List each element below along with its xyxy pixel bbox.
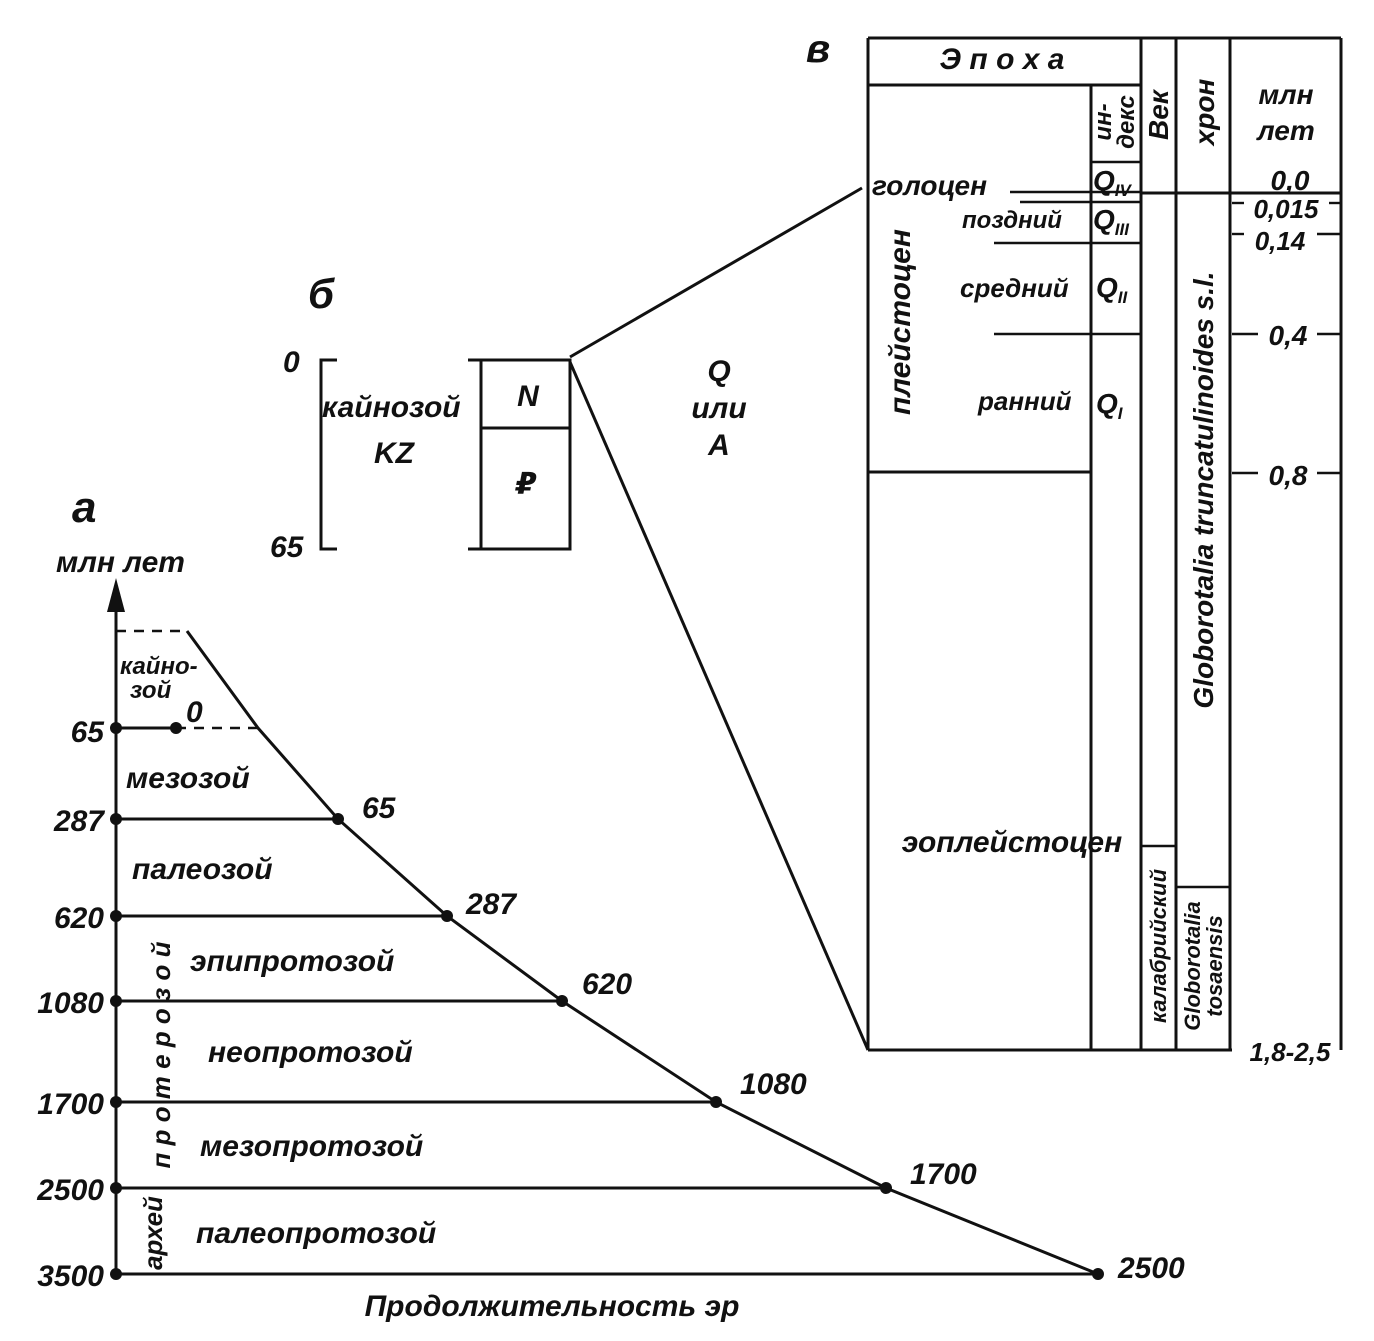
archean-side-label: архей bbox=[138, 1196, 168, 1270]
holocene-label: голоцен bbox=[872, 170, 987, 201]
panel-c: в Э п о х а ин- декс Век хрон млн лет го… bbox=[806, 27, 1343, 1067]
panel-a: а млн лет 65 287 bbox=[36, 483, 1185, 1323]
axis-unit-label: млн лет bbox=[56, 546, 185, 579]
cenozoic-start-label: 0 bbox=[186, 696, 203, 729]
curve-label-620: 620 bbox=[582, 968, 632, 1001]
curve-dot-620 bbox=[556, 995, 568, 1007]
period-neogene: N bbox=[517, 380, 540, 413]
era-cenozoic-top: кайно- bbox=[120, 653, 198, 680]
header-age: Век bbox=[1143, 88, 1174, 140]
axis-dot-3500 bbox=[110, 1268, 122, 1280]
era-cenozoic-bottom: зой bbox=[130, 677, 172, 704]
header-epoch: Э п о х а bbox=[940, 43, 1065, 76]
panel-b-top-value: 0 bbox=[283, 346, 300, 379]
chron-lower-label-1: Globorotalia bbox=[1180, 901, 1205, 1031]
panel-b-bottom-value: 65 bbox=[270, 531, 305, 564]
early-label: ранний bbox=[977, 386, 1072, 416]
calabrian-label: калабрийский bbox=[1146, 868, 1171, 1023]
index-q4-base: Q bbox=[1093, 165, 1115, 196]
anthropogene-symbol: A bbox=[707, 429, 730, 462]
tick-label-287: 287 bbox=[53, 805, 105, 838]
scale-label-4: 0,4 bbox=[1269, 320, 1308, 351]
x-axis-title: Продолжительность эр bbox=[365, 1290, 740, 1323]
panel-a-letter: а bbox=[72, 483, 96, 532]
period-box bbox=[479, 358, 572, 551]
index-q2-base: Q bbox=[1096, 272, 1118, 303]
late-label: поздний bbox=[962, 207, 1062, 234]
era-name: кайнозой bbox=[322, 391, 461, 424]
axis-dot-620 bbox=[110, 910, 122, 922]
pleistocene-label: плейстоцен bbox=[884, 229, 917, 415]
scale-label-8: 0,8 bbox=[1269, 460, 1308, 491]
axis-dot-1080 bbox=[110, 995, 122, 1007]
header-ma-2: лет bbox=[1255, 115, 1315, 146]
index-q1-sub: I bbox=[1118, 404, 1124, 423]
scale-label-14: 0,14 bbox=[1255, 226, 1306, 256]
zoom-line-top bbox=[569, 186, 863, 359]
axis-dot-2500 bbox=[110, 1182, 122, 1194]
index-q4-sub: IV bbox=[1115, 181, 1133, 200]
time-axis-arrowhead bbox=[107, 578, 125, 612]
index-q1-base: Q bbox=[1096, 388, 1118, 419]
era-bracket bbox=[319, 358, 337, 551]
tick-label-1080: 1080 bbox=[37, 987, 104, 1020]
era-neoprotozoic: неопротозой bbox=[208, 1036, 413, 1069]
index-q3: QIII bbox=[1093, 204, 1130, 239]
curve-dot-287 bbox=[441, 910, 453, 922]
era-mesozoic: мезозой bbox=[126, 762, 250, 795]
tick-label-3500: 3500 bbox=[37, 1260, 104, 1293]
cenozoic-start-dot bbox=[170, 722, 182, 734]
axis-dot-65 bbox=[110, 722, 122, 734]
tick-label-2500: 2500 bbox=[36, 1174, 104, 1207]
curve-label-65: 65 bbox=[362, 792, 397, 825]
scale-label-base: 1,8-2,5 bbox=[1250, 1037, 1331, 1067]
chron-lower-label-2: tosaensis bbox=[1202, 915, 1227, 1017]
scale-label-015: 0,015 bbox=[1253, 194, 1319, 224]
header-chron: хрон bbox=[1189, 79, 1220, 148]
axis-dot-1700 bbox=[110, 1096, 122, 1108]
chron-main-label: Globorotalia truncatulinoides s.l. bbox=[1188, 271, 1219, 708]
era-mesoprotozoic: мезопротозой bbox=[200, 1130, 423, 1163]
axis-dot-287 bbox=[110, 813, 122, 825]
header-index-1: ин- bbox=[1090, 103, 1117, 140]
tick-label-620: 620 bbox=[54, 902, 104, 935]
index-q1: QI bbox=[1096, 388, 1124, 423]
middle-label: средний bbox=[960, 273, 1069, 303]
curve-dot-2500 bbox=[1092, 1268, 1104, 1280]
era-paleoprotozoic: палеопротозой bbox=[196, 1217, 436, 1250]
curve-label-2500: 2500 bbox=[1117, 1252, 1185, 1285]
period-paleogene: ₽ bbox=[515, 468, 538, 501]
index-q4: QIV bbox=[1093, 165, 1133, 200]
zoom-line-bottom bbox=[568, 361, 870, 1051]
curve-dot-65 bbox=[332, 813, 344, 825]
panel-c-letter: в bbox=[806, 27, 830, 71]
curve-label-1080: 1080 bbox=[740, 1068, 807, 1101]
scale-label-0: 0,0 bbox=[1271, 165, 1310, 196]
quaternary-symbol: Q bbox=[707, 355, 730, 388]
index-q3-sub: III bbox=[1115, 220, 1130, 239]
era-paleozoic: палеозой bbox=[132, 853, 273, 886]
proterozoic-side-label: п р о т е р о з о й bbox=[146, 941, 176, 1168]
era-epiprotozoic: эпипротозой bbox=[190, 945, 394, 978]
index-q3-base: Q bbox=[1093, 204, 1115, 235]
era-code: KZ bbox=[374, 437, 416, 470]
panel-b-letter: б bbox=[308, 270, 335, 317]
index-q2-sub: II bbox=[1118, 288, 1129, 307]
eopleistocene-label: эоплейстоцен bbox=[902, 826, 1122, 859]
curve-label-1700: 1700 bbox=[910, 1158, 977, 1191]
quaternary-or: или bbox=[691, 392, 746, 425]
tick-label-65: 65 bbox=[71, 716, 106, 749]
panel-b: б 0 65 кайнозой KZ N ₽ Q или A bbox=[270, 186, 870, 1051]
curve-dot-1700 bbox=[880, 1182, 892, 1194]
header-ma-1: млн bbox=[1258, 79, 1313, 110]
curve-dot-1080 bbox=[710, 1096, 722, 1108]
duration-curve bbox=[185, 630, 1099, 1276]
header-index-2: декс bbox=[1113, 95, 1140, 149]
curve-label-287: 287 bbox=[465, 888, 517, 921]
tick-label-1700: 1700 bbox=[37, 1088, 104, 1121]
index-q2: QII bbox=[1096, 272, 1129, 307]
